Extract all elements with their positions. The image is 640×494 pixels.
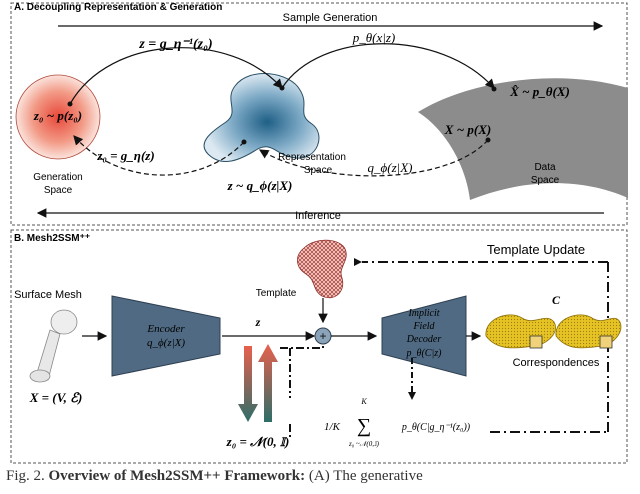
caption-bold: Overview of Mesh2SSM++ Framework: [48,468,306,484]
data-space-label-2: Space [531,175,560,186]
g-inverse-arrow [69,47,283,105]
decoder-label-1: Implicit [407,308,439,319]
template-update-arrowhead [354,258,362,266]
frac-label: 1/K [324,421,341,433]
x-point [485,137,491,143]
x-eq: X = (V, ℰ) [29,390,83,405]
data-space-sheet [418,78,628,200]
sum-symbol: ∑ [357,415,371,437]
sum-top: K [360,397,367,406]
decoder-label-3: Decoder [406,334,442,345]
representation-space-blob [203,73,320,163]
panel-a-title: A. Decoupling Representation & Generatio… [14,2,222,13]
surface-mesh-bone [29,309,78,383]
p-theta-arrow [281,43,495,89]
z0-prior-eq: z₀ ~ p(z₀) [33,108,82,123]
z0-g-eq: z₀ = g_η(z) [96,148,154,163]
q-phi-arrow [258,139,489,177]
z-q-eq: z ~ q_ϕ(z|X) [227,178,293,193]
encoder-eq: q_ϕ(z|X) [147,337,185,349]
generation-space-label-1: Generation [33,172,82,183]
xhat-point [491,86,497,92]
correspondence-mesh-2 [555,314,622,349]
generation-space-label-2: Space [44,185,73,196]
caption-prefix: Fig. 2. [6,468,45,484]
decoder-to-loss-arrowhead [408,392,416,400]
p-theta-eq: p_θ(x|z) [352,30,395,45]
decoder-block [381,295,467,377]
figure-caption: Fig. 2. Overview of Mesh2SSM++ Framework… [6,468,640,489]
template-mesh [297,239,347,299]
data-space-label-1: Data [534,162,556,173]
z-point-2 [241,139,247,145]
xhat-eq: X̂ ~ p_θ(X) [509,84,570,99]
normalizing-up-arrow [258,344,278,422]
z0-point [67,101,73,107]
sum-bottom: z₀ ~𝒩(0,𝕀) [348,440,380,448]
decoder-label-2: Field [412,321,435,332]
correspondences-label: Correspondences [513,357,600,369]
x-p-eq: X ~ p(X) [444,122,491,137]
g-inverse-eq: z = g_η⁻¹(z₀) [138,37,212,52]
z0-normal-eq: z₀ = 𝒩(0, 𝕀) [226,434,290,449]
template-update-label: Template Update [487,242,585,257]
inference-label: Inference [295,210,341,222]
z0-to-plus-line [280,344,324,349]
plus-label: + [319,329,326,343]
sample-generation-label: Sample Generation [283,12,378,24]
encoder-label: Encoder [146,323,185,335]
encoder-block [111,295,221,377]
c-label: C [552,293,561,307]
z-label: z [255,315,261,329]
panel-b-title: B. Mesh2SSM⁺⁺ [14,233,90,244]
q-phi-eq: q_ϕ(z|X) [368,160,413,175]
representation-space-label-1: Representation [278,152,346,163]
surface-mesh-label: Surface Mesh [14,289,82,301]
decoder-label-4: p_θ(C|z) [406,348,443,359]
panel-b-frame [10,229,628,464]
caption-rest: (A) The generative [308,468,423,484]
correspondence-mesh-1 [485,314,556,349]
sum-term: p_θ(C|g_η⁻¹(z₀)) [401,422,471,433]
template-label: Template [256,288,297,299]
normalizing-down-arrow [238,346,258,422]
